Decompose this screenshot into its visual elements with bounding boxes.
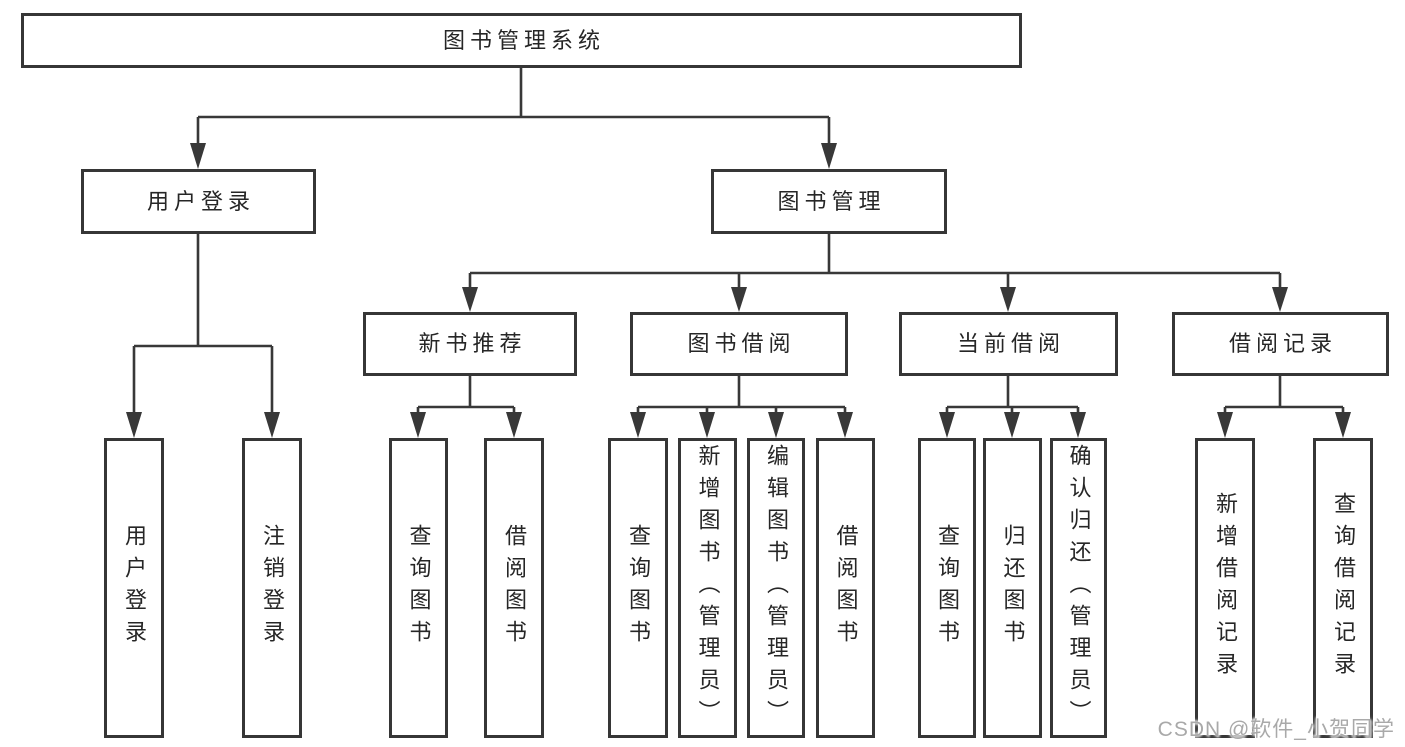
leaf-recommend-borrow-books-label: 借阅图书 bbox=[502, 524, 527, 652]
leaf-current-query-books-label: 查询图书 bbox=[935, 524, 960, 652]
csdn-watermark: CSDN @软件_小贺同学 bbox=[1157, 718, 1395, 741]
leaf-recommend-borrow-books: 借阅图书 bbox=[484, 438, 544, 738]
leaf-user-login: 用户登录 bbox=[104, 438, 164, 738]
node-borrowing-records: 借阅记录 bbox=[1172, 312, 1389, 376]
leaf-add-book-admin: 新增图书（管理员） bbox=[678, 438, 737, 738]
leaf-add-borrow-record-label: 新增借阅记录 bbox=[1213, 492, 1238, 684]
leaf-current-query-books: 查询图书 bbox=[918, 438, 976, 738]
node-user-login: 用户登录 bbox=[81, 169, 316, 234]
node-root-system-label: 图书管理系统 bbox=[442, 27, 605, 53]
leaf-edit-book-admin-label: 编辑图书（管理员） bbox=[764, 444, 789, 732]
node-book-management: 图书管理 bbox=[711, 169, 947, 234]
leaf-add-borrow-record: 新增借阅记录 bbox=[1195, 438, 1255, 738]
leaf-return-books: 归还图书 bbox=[983, 438, 1042, 738]
leaf-borrowing-query-books-label: 查询图书 bbox=[626, 524, 651, 652]
node-new-book-recommend: 新书推荐 bbox=[363, 312, 577, 376]
node-book-management-label: 图书管理 bbox=[777, 188, 886, 214]
leaf-logout-label: 注销登录 bbox=[260, 524, 285, 652]
leaf-borrowing-borrow-books-label: 借阅图书 bbox=[833, 524, 859, 652]
node-current-borrowing: 当前借阅 bbox=[899, 312, 1118, 376]
leaf-borrowing-borrow-books: 借阅图书 bbox=[816, 438, 875, 738]
leaf-recommend-query-books: 查询图书 bbox=[389, 438, 448, 738]
leaf-query-borrow-record: 查询借阅记录 bbox=[1313, 438, 1373, 738]
node-book-borrowing-label: 图书借阅 bbox=[687, 331, 796, 356]
leaf-borrowing-query-books: 查询图书 bbox=[608, 438, 668, 738]
leaf-query-borrow-record-label: 查询借阅记录 bbox=[1331, 492, 1356, 684]
node-user-login-label: 用户登录 bbox=[146, 188, 255, 214]
leaf-return-books-label: 归还图书 bbox=[1000, 524, 1026, 652]
node-current-borrowing-label: 当前借阅 bbox=[956, 331, 1065, 356]
node-borrowing-records-label: 借阅记录 bbox=[1228, 331, 1337, 356]
leaf-recommend-query-books-label: 查询图书 bbox=[406, 524, 432, 652]
leaf-edit-book-admin: 编辑图书（管理员） bbox=[747, 438, 805, 738]
node-root-system: 图书管理系统 bbox=[21, 13, 1022, 68]
leaf-confirm-return-admin: 确认归还（管理员） bbox=[1050, 438, 1107, 738]
leaf-user-login-label: 用户登录 bbox=[122, 524, 147, 652]
node-book-borrowing: 图书借阅 bbox=[630, 312, 848, 376]
leaf-logout: 注销登录 bbox=[242, 438, 302, 738]
node-new-book-recommend-label: 新书推荐 bbox=[418, 331, 527, 356]
leaf-confirm-return-admin-label: 确认归还（管理员） bbox=[1066, 444, 1092, 732]
leaf-add-book-admin-label: 新增图书（管理员） bbox=[695, 444, 721, 732]
